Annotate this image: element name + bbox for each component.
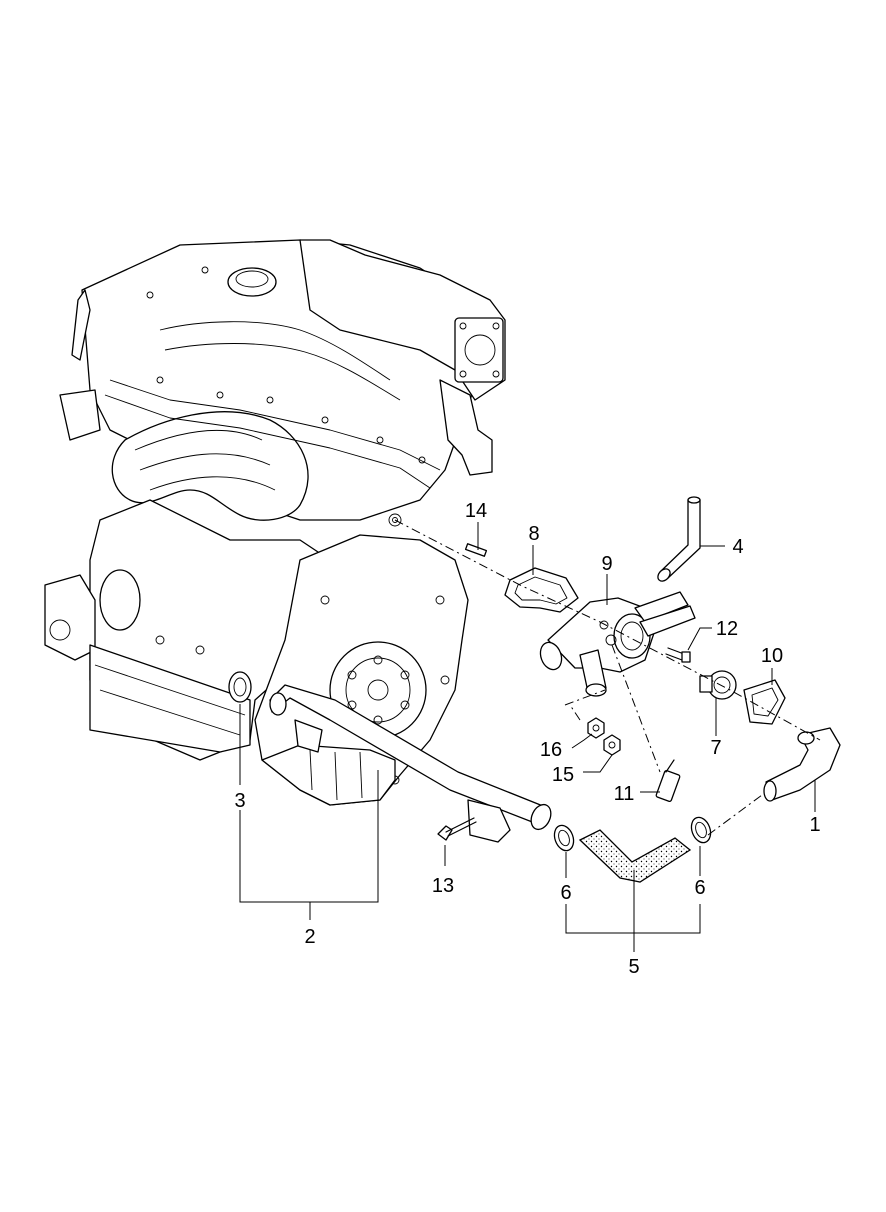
callout-4: 4 bbox=[732, 536, 743, 558]
part-1-water-outlet bbox=[763, 727, 841, 802]
part-4-bypass-hose bbox=[657, 496, 701, 582]
callout-12: 12 bbox=[716, 618, 738, 640]
part-8-gasket bbox=[504, 567, 579, 613]
engine-assembly bbox=[44, 239, 506, 806]
part-7-thermostat bbox=[699, 670, 737, 700]
callout-11: 11 bbox=[614, 783, 635, 805]
callout-14: 14 bbox=[465, 500, 487, 522]
callout-8: 8 bbox=[528, 523, 539, 545]
callout-labels: 14 8 9 4 12 10 7 1 11 16 15 13 3 2 6 6 5 bbox=[234, 500, 820, 978]
callout-6-left: 6 bbox=[560, 882, 571, 904]
callout-15: 15 bbox=[552, 764, 574, 786]
part-11-temp-sensor bbox=[655, 759, 681, 802]
callout-10: 10 bbox=[761, 645, 783, 667]
part-16-nut bbox=[587, 717, 605, 739]
callout-3: 3 bbox=[234, 790, 245, 812]
part-5-radiator-hose bbox=[578, 829, 692, 883]
callout-6-right: 6 bbox=[694, 877, 705, 899]
part-2-water-pipe bbox=[269, 684, 552, 843]
callout-5: 5 bbox=[628, 956, 639, 978]
part-10-gasket bbox=[743, 679, 786, 725]
part-13-bolt bbox=[437, 817, 477, 841]
part-12-bolt bbox=[665, 647, 691, 663]
leader-lines bbox=[239, 522, 816, 952]
part-6-clamp-left bbox=[553, 824, 575, 852]
part-15-nut bbox=[603, 734, 621, 756]
callout-7: 7 bbox=[710, 737, 721, 759]
assembly-centerlines bbox=[394, 519, 821, 836]
callout-1: 1 bbox=[809, 814, 820, 836]
part-3-gasket bbox=[228, 671, 252, 703]
part-14-stud bbox=[464, 543, 488, 557]
callout-2: 2 bbox=[304, 926, 315, 948]
part-6-clamp-right bbox=[690, 816, 712, 844]
callout-16: 16 bbox=[540, 739, 562, 761]
callout-13: 13 bbox=[432, 875, 454, 897]
part-9-thermostat-housing bbox=[539, 591, 696, 697]
callout-9: 9 bbox=[601, 553, 612, 575]
